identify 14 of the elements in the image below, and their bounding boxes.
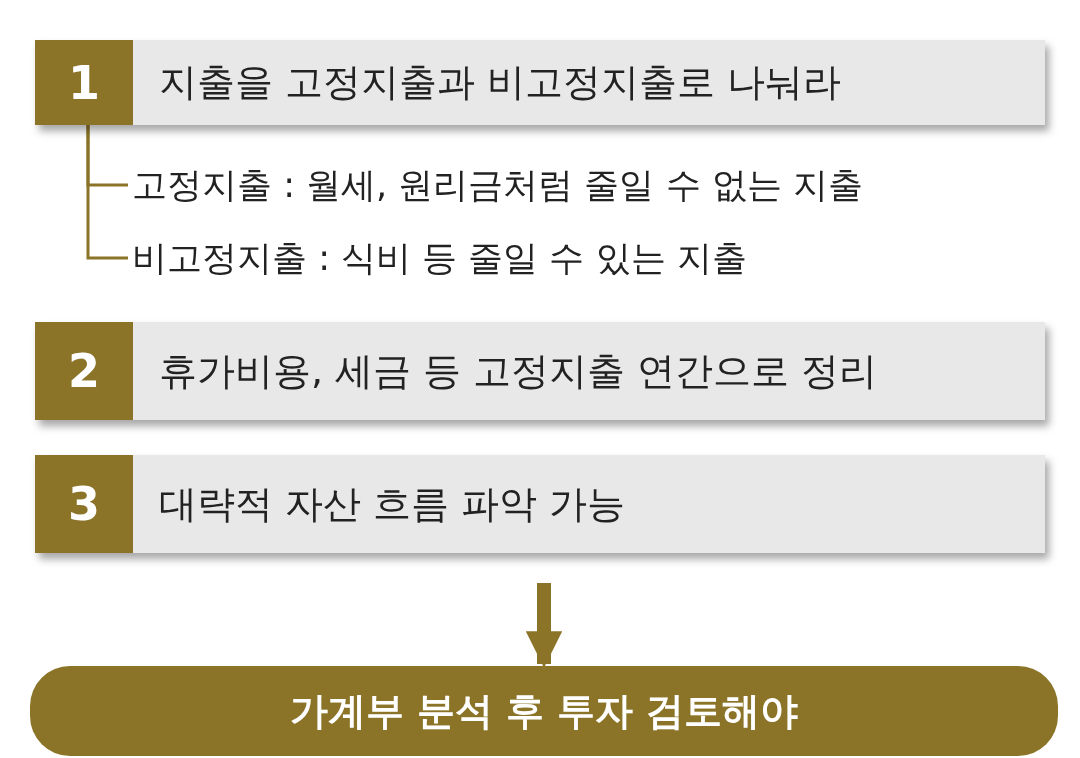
conclusion-banner: 가계부 분석 후 투자 검토해야 — [30, 666, 1058, 756]
step-bar — [35, 40, 1045, 125]
sub-item-text: 비고정지출 : 식비 등 줄일 수 있는 지출 — [132, 233, 1032, 283]
step-number: 3 — [35, 455, 133, 553]
sub-item-text: 고정지출 : 월세, 원리금처럼 줄일 수 없는 지출 — [132, 160, 1032, 210]
step-title: 대략적 자산 흐름 파악 가능 — [158, 480, 626, 528]
step-title: 지출을 고정지출과 비고정지출로 나눠라 — [158, 59, 842, 106]
arrow — [525, 583, 563, 668]
step-number: 2 — [35, 322, 133, 420]
step-title: 휴가비용, 세금 등 고정지출 연간으로 정리 — [158, 347, 878, 395]
step-bar — [35, 455, 1045, 553]
step-bar — [35, 322, 1045, 420]
step-number: 1 — [35, 40, 133, 125]
tree-connector — [86, 125, 128, 260]
